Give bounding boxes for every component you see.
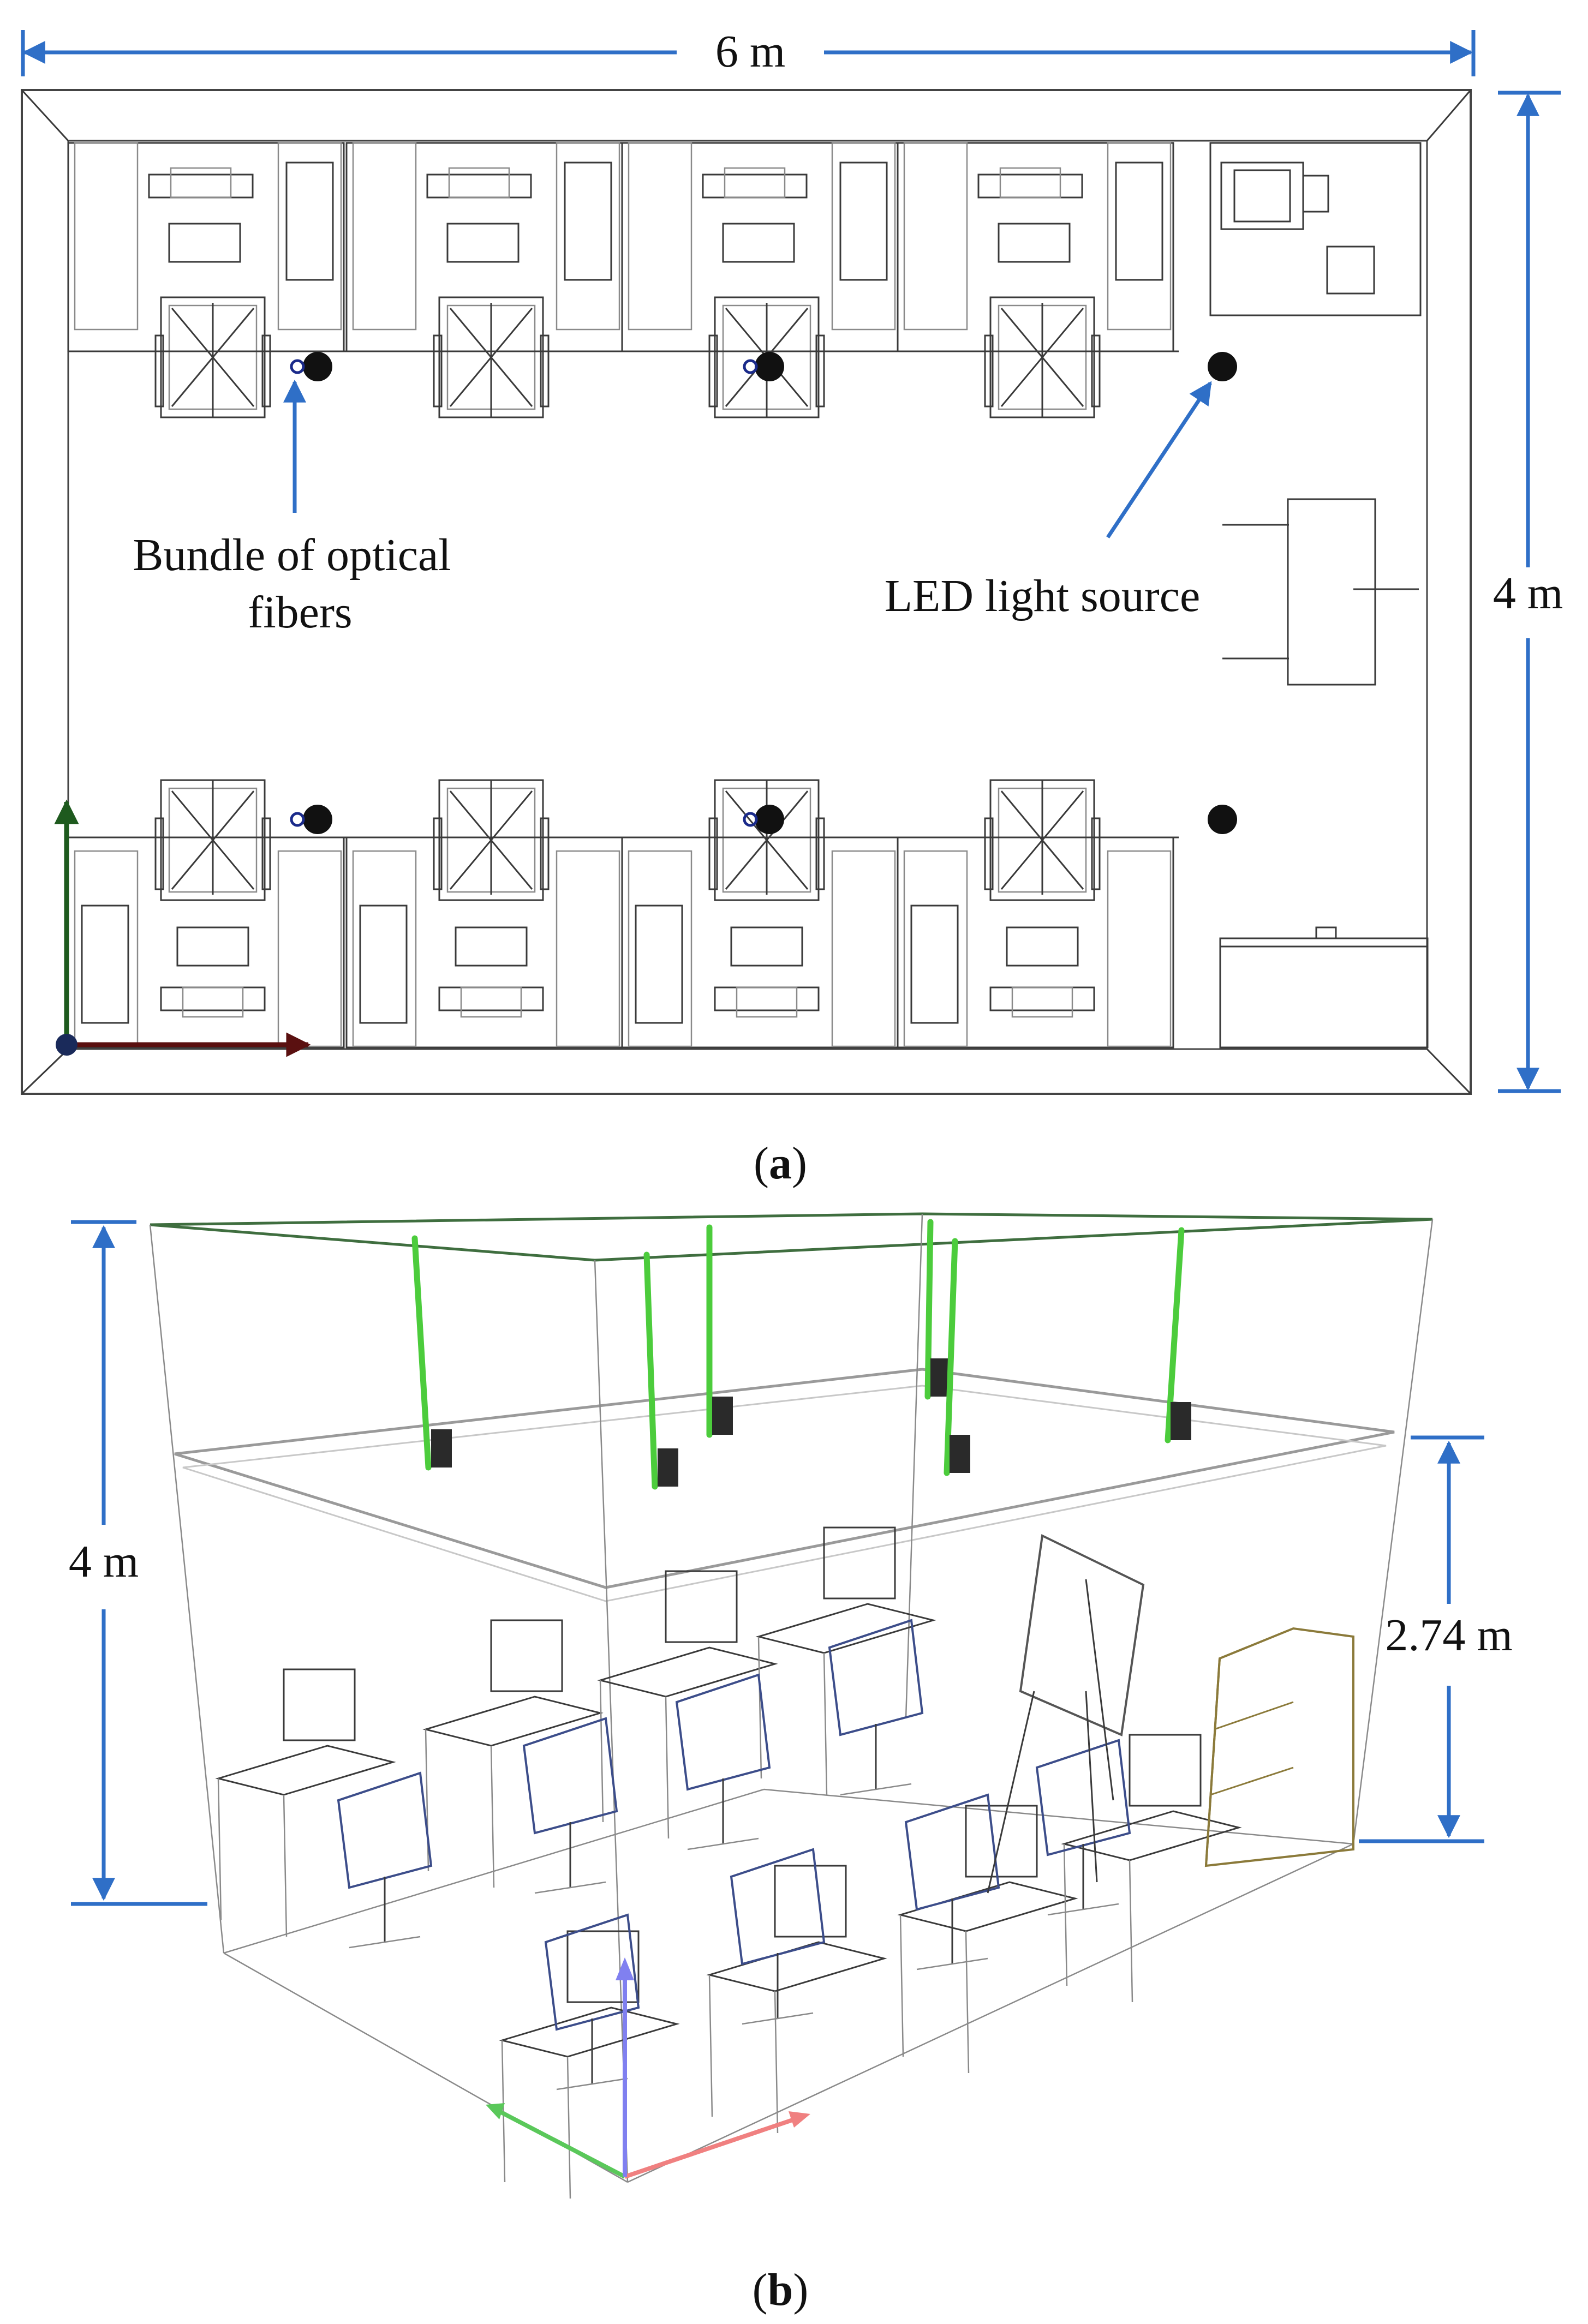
light-markers bbox=[290, 352, 1237, 834]
office-chair bbox=[522, 1717, 618, 1835]
axis-gizmo-a bbox=[54, 799, 311, 1057]
office-chair bbox=[337, 1771, 433, 1889]
bottom-workstations bbox=[67, 779, 1179, 1049]
monitor bbox=[774, 1865, 847, 1938]
optical-fibers bbox=[411, 1219, 1191, 1490]
desk bbox=[597, 1646, 778, 1698]
flipchart-3d bbox=[987, 1534, 1145, 1894]
optical-fiber bbox=[643, 1251, 658, 1490]
monitor bbox=[1129, 1734, 1202, 1807]
desk bbox=[499, 2006, 680, 2058]
cabinet-unit bbox=[1115, 161, 1163, 281]
fiber-bundle-end bbox=[290, 812, 305, 827]
fiber-bundle-end bbox=[743, 359, 758, 374]
office-chair bbox=[730, 1848, 826, 1966]
monitor bbox=[722, 223, 795, 263]
monitor bbox=[446, 223, 520, 263]
monitor bbox=[176, 926, 249, 967]
monitor bbox=[283, 1668, 356, 1741]
office-chair bbox=[675, 1673, 771, 1791]
light-fixture bbox=[1171, 1402, 1191, 1440]
furniture-3d bbox=[215, 1526, 1242, 2199]
light-fixture bbox=[431, 1429, 452, 1468]
led-label: LED light source bbox=[885, 571, 1201, 621]
monitor bbox=[823, 1526, 896, 1600]
desk bbox=[215, 1745, 396, 1796]
cabinet-3d bbox=[1204, 1627, 1354, 1867]
led-light-source bbox=[1208, 805, 1237, 834]
cabinet-unit bbox=[359, 905, 408, 1024]
office-chair bbox=[828, 1619, 924, 1736]
axis-gizmo-b bbox=[486, 1957, 810, 2179]
panel-a-floor-plan: 6 m bbox=[21, 26, 1563, 1189]
optical-fiber bbox=[944, 1238, 958, 1476]
caption-a: (a) bbox=[754, 1138, 807, 1189]
optical-fiber bbox=[1165, 1227, 1185, 1443]
office-chair bbox=[544, 1913, 640, 2031]
light-fixture bbox=[950, 1435, 970, 1473]
monitor bbox=[665, 1570, 738, 1643]
monitor bbox=[168, 223, 241, 263]
led-annotation-arrow bbox=[1106, 381, 1212, 538]
cabinet bbox=[1219, 926, 1429, 1049]
monitor bbox=[1006, 926, 1079, 967]
cabinet-unit bbox=[285, 161, 334, 281]
monitor bbox=[566, 1930, 640, 2003]
led-light-source bbox=[755, 352, 784, 381]
light-fixture bbox=[658, 1448, 678, 1487]
led-light-source bbox=[303, 352, 332, 381]
led-light-source bbox=[1208, 352, 1237, 381]
desk bbox=[897, 1881, 1078, 1932]
optical-fiber bbox=[924, 1219, 934, 1400]
cabinet-unit bbox=[910, 905, 959, 1024]
monitor bbox=[965, 1805, 1038, 1878]
fiber-bundle-end bbox=[290, 359, 305, 374]
monitor bbox=[998, 223, 1071, 263]
office-chair bbox=[904, 1793, 1000, 1911]
cabinet-unit bbox=[81, 905, 129, 1024]
printer-table bbox=[1209, 142, 1422, 316]
led-light-source bbox=[303, 805, 332, 834]
height-label-b: 4 m bbox=[69, 1536, 139, 1587]
desk bbox=[755, 1603, 936, 1654]
office-chair bbox=[1035, 1739, 1131, 1856]
caption-b: (b) bbox=[753, 2265, 809, 2315]
top-workstations bbox=[67, 142, 1179, 418]
cabinet-unit bbox=[635, 905, 683, 1024]
fiber-label-line1: Bundle of optical bbox=[133, 530, 451, 580]
cabinet-unit bbox=[839, 161, 888, 281]
panel-b-3d-view: 4 m 2.74 m bbox=[69, 1212, 1513, 2315]
height-label-a: 4 m bbox=[1493, 568, 1563, 619]
light-fixture bbox=[712, 1397, 733, 1435]
flipchart bbox=[1222, 498, 1419, 686]
optical-fiber bbox=[411, 1235, 432, 1471]
led-light-source bbox=[755, 805, 784, 834]
fiber-bundle-end bbox=[743, 812, 758, 827]
fiber-label-line2: fibers bbox=[248, 587, 352, 638]
monitor bbox=[490, 1619, 563, 1692]
ceiling-height-label: 2.74 m bbox=[1385, 1610, 1512, 1661]
cabinet-unit bbox=[564, 161, 612, 281]
room-inner-wall bbox=[67, 140, 1428, 1050]
desk bbox=[422, 1696, 604, 1747]
monitor bbox=[455, 926, 528, 967]
monitor bbox=[730, 926, 803, 967]
room-wireframe bbox=[149, 1212, 1434, 2183]
desk bbox=[1061, 1810, 1242, 1861]
width-label: 6 m bbox=[715, 26, 785, 77]
